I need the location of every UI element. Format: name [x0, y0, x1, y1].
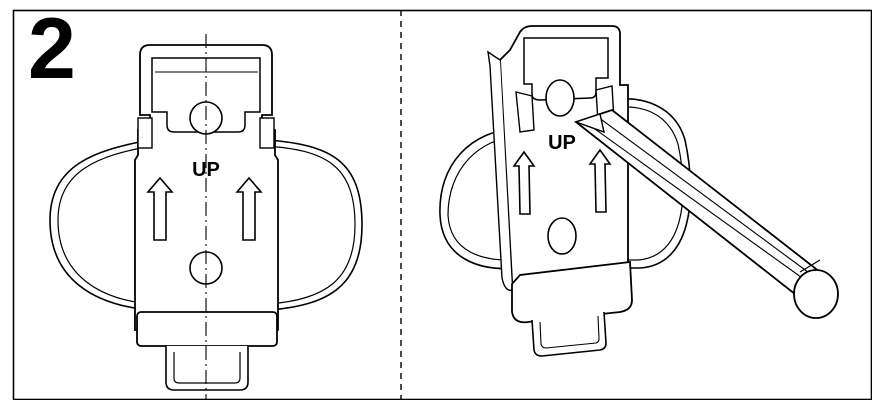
up-marking-left: UP	[192, 159, 220, 181]
clip-bottom-lip	[136, 311, 278, 347]
up-arrow-icon	[588, 148, 612, 213]
step-number: 2	[28, 1, 76, 97]
top-hole	[545, 79, 575, 117]
bottom-hole	[547, 217, 577, 255]
up-arrow-icon	[146, 176, 174, 241]
up-marking-right: UP	[548, 132, 576, 154]
left-panel-illustration: UP	[49, 34, 363, 400]
clip-bottom-lip	[511, 260, 633, 324]
left-tab	[137, 117, 153, 149]
pencil-end	[793, 269, 839, 319]
pencil-icon	[573, 108, 839, 319]
clip-side	[487, 50, 513, 291]
right-tab	[259, 117, 275, 149]
clip-top-slot	[151, 57, 261, 133]
clip-tongue	[165, 346, 249, 391]
clip-tongue-inner	[173, 352, 241, 384]
left-tab	[515, 91, 535, 133]
up-arrow-icon	[235, 176, 263, 241]
clip-tongue	[531, 311, 607, 357]
clip-tongue-inner	[539, 315, 600, 349]
right-panel-illustration: UP	[439, 25, 839, 357]
up-arrow-icon	[512, 150, 536, 215]
